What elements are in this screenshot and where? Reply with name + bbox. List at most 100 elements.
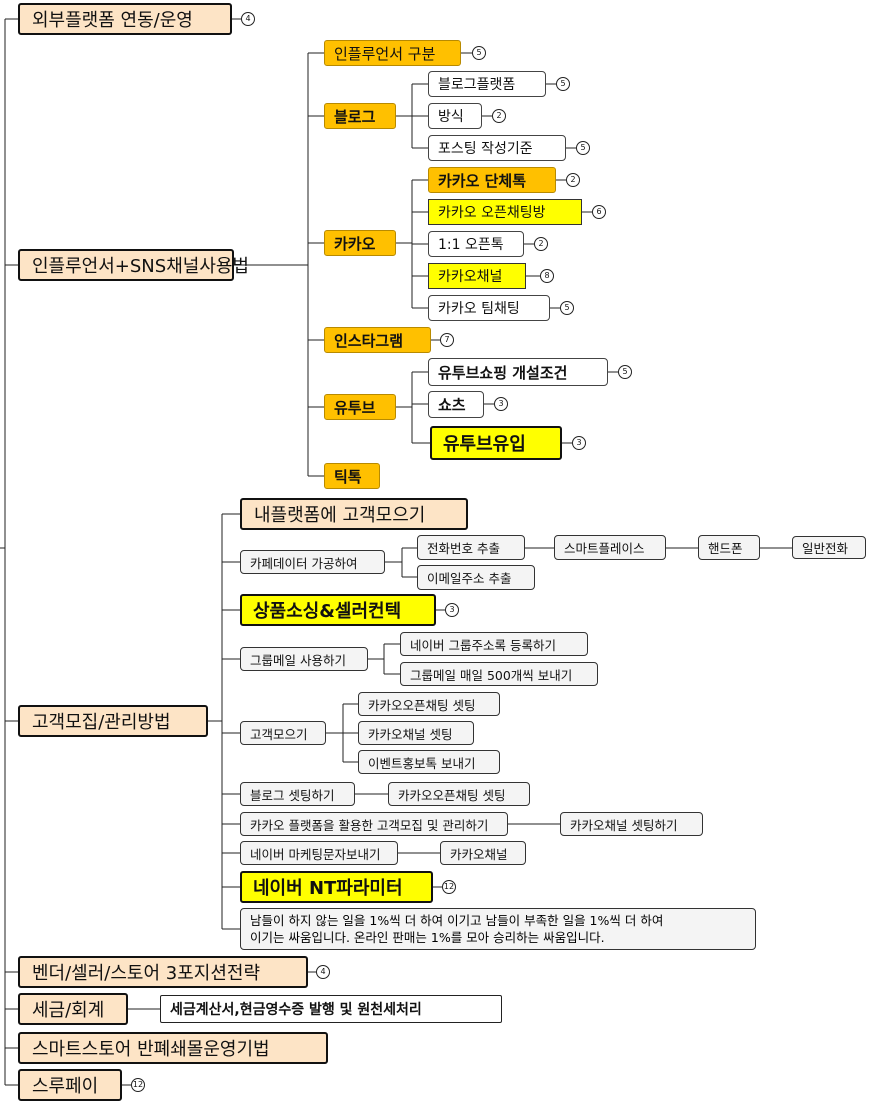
count-badge: 5 xyxy=(556,77,570,91)
count-badge: 2 xyxy=(492,109,506,123)
node-blog[interactable]: 블로그 xyxy=(324,103,396,129)
root-node-three-position-strategy[interactable]: 벤더/셀러/스토어 3포지션전략 xyxy=(18,956,308,988)
note-box[interactable]: 남들이 하지 않는 일을 1%씩 더 하여 이기고 남들이 부족한 일을 1%씩… xyxy=(240,908,756,950)
node-label: 이메일주소 추출 xyxy=(427,571,512,586)
node-label: 카카오채널 xyxy=(450,846,508,862)
node-kakao-open-chat[interactable]: 카카오 오픈채팅방 xyxy=(428,199,582,225)
node-my-platform-customers[interactable]: 내플랫폼에 고객모으기 xyxy=(240,498,468,530)
node-label: 카카오오픈채팅 셋팅 xyxy=(368,697,476,713)
node-shorts[interactable]: 쇼츠 xyxy=(428,391,484,418)
count-badge: 12 xyxy=(131,1078,145,1092)
node-tiktok[interactable]: 틱톡 xyxy=(324,463,380,489)
node-event-promo-talk[interactable]: 이벤트홍보톡 보내기 xyxy=(358,750,500,774)
node-kakao-openchat-setting[interactable]: 카카오오픈채팅 셋팅 xyxy=(358,692,500,716)
count-badge: 12 xyxy=(442,880,456,894)
node-blog-method[interactable]: 방식 xyxy=(428,103,482,129)
count-badge: 7 xyxy=(440,333,454,347)
node-kakao-channel-setting[interactable]: 카카오채널 셋팅 xyxy=(358,721,474,745)
node-label: 유투브 xyxy=(334,398,376,417)
node-label: 외부플랫폼 연동/운영 xyxy=(32,10,193,31)
node-landline[interactable]: 일반전화 xyxy=(792,536,866,559)
node-mobile[interactable]: 핸드폰 xyxy=(698,535,760,560)
node-smartplace[interactable]: 스마트플레이스 xyxy=(554,535,666,560)
node-instagram[interactable]: 인스타그램 xyxy=(324,327,431,353)
node-label: 세금계산서,현금영수증 발행 및 원천세처리 xyxy=(170,1002,422,1018)
node-label: 고객모집/관리방법 xyxy=(32,712,171,733)
count-badge: 5 xyxy=(576,141,590,155)
node-label: 세금/회계 xyxy=(32,1000,105,1021)
node-label: 카카오 팀채팅 xyxy=(438,301,520,317)
node-kakao-team-chat[interactable]: 카카오 팀채팅 xyxy=(428,295,550,321)
count-badge: 6 xyxy=(592,205,606,219)
node-label: 유투브유입 xyxy=(443,434,526,455)
node-label: 네이버 그룹주소록 등록하기 xyxy=(410,637,556,653)
node-label: 스마트플레이스 xyxy=(564,541,645,556)
node-kakao[interactable]: 카카오 xyxy=(324,230,396,256)
count-badge: 4 xyxy=(241,12,255,26)
node-youtube-inflow[interactable]: 유투브유입 xyxy=(430,426,562,460)
node-label: 유투브쇼핑 개설조건 xyxy=(438,363,568,382)
node-label: 인플루언서 구분 xyxy=(334,44,436,63)
node-group-mail[interactable]: 그룹메일 사용하기 xyxy=(240,647,368,671)
node-label: 블로그 셋팅하기 xyxy=(250,787,335,803)
node-label: 인스타그램 xyxy=(334,331,404,350)
node-label: 카카오채널 xyxy=(438,269,503,285)
root-node-smartstore[interactable]: 스마트스토어 반폐쇄몰운영기법 xyxy=(18,1032,328,1064)
node-naver-marketing-sms[interactable]: 네이버 마케팅문자보내기 xyxy=(240,841,398,865)
node-blog-setting[interactable]: 블로그 셋팅하기 xyxy=(240,782,355,806)
node-label: 카카오 단체톡 xyxy=(438,171,527,190)
node-sourcing-seller-contact[interactable]: 상품소싱&셀러컨텍 xyxy=(240,594,436,626)
node-label: 인플루언서+SNS채널사용법 xyxy=(32,256,249,277)
node-youtube-shopping[interactable]: 유투브쇼핑 개설조건 xyxy=(428,358,608,386)
node-label: 스루페이 xyxy=(32,1076,99,1097)
node-influencer-type[interactable]: 인플루언서 구분 xyxy=(324,40,461,66)
node-label: 스마트스토어 반폐쇄몰운영기법 xyxy=(32,1039,270,1060)
node-kakao-channel-setup[interactable]: 카카오채널 셋팅하기 xyxy=(560,812,703,836)
node-naver-group-address[interactable]: 네이버 그룹주소록 등록하기 xyxy=(400,632,588,656)
node-naver-nt-parameter[interactable]: 네이버 NT파라미터 xyxy=(240,871,433,903)
node-label: 방식 xyxy=(438,109,464,125)
node-kakao-group-chat[interactable]: 카카오 단체톡 xyxy=(428,167,556,193)
root-node-customer-acquisition[interactable]: 고객모집/관리방법 xyxy=(18,705,208,737)
node-gather-customers[interactable]: 고객모으기 xyxy=(240,721,326,745)
node-tax-invoice[interactable]: 세금계산서,현금영수증 발행 및 원천세처리 xyxy=(160,995,502,1023)
node-label: 그룹메일 매일 500개씩 보내기 xyxy=(410,667,573,683)
count-badge: 5 xyxy=(618,365,632,379)
root-node-throughpay[interactable]: 스루페이 xyxy=(18,1069,122,1101)
node-kakao-channel-2[interactable]: 카카오채널 xyxy=(440,841,526,865)
node-daily-500-mails[interactable]: 그룹메일 매일 500개씩 보내기 xyxy=(400,662,598,686)
node-label: 카카오 오픈채팅방 xyxy=(438,205,546,221)
node-posting-criteria[interactable]: 포스팅 작성기준 xyxy=(428,135,566,161)
root-node-tax-accounting[interactable]: 세금/회계 xyxy=(18,993,128,1025)
count-badge: 2 xyxy=(566,173,580,187)
node-blog-platform[interactable]: 블로그플랫폼 xyxy=(428,71,546,97)
node-label: 카카오오픈채팅 셋팅 xyxy=(398,787,506,803)
root-node-external-platform[interactable]: 외부플랫폼 연동/운영 xyxy=(18,3,232,35)
node-label: 전화번호 추출 xyxy=(427,541,500,556)
node-blog-openchat-setting[interactable]: 카카오오픈채팅 셋팅 xyxy=(388,782,530,806)
node-label: 일반전화 xyxy=(802,541,849,556)
node-youtube[interactable]: 유투브 xyxy=(324,394,396,420)
node-one-on-one-open-talk[interactable]: 1:1 오픈톡 xyxy=(428,231,524,257)
count-badge: 3 xyxy=(494,397,508,411)
node-label: 카카오채널 셋팅 xyxy=(368,726,453,742)
node-kakao-platform-management[interactable]: 카카오 플랫폼을 활용한 고객모집 및 관리하기 xyxy=(240,812,508,836)
root-node-influencer-sns[interactable]: 인플루언서+SNS채널사용법 xyxy=(18,249,249,281)
count-badge: 5 xyxy=(472,46,486,60)
node-kakao-channel[interactable]: 카카오채널 xyxy=(428,263,526,289)
node-cafe-data[interactable]: 카페데이터 가공하여 xyxy=(240,550,385,574)
node-label: 핸드폰 xyxy=(708,541,743,556)
count-badge: 4 xyxy=(316,965,330,979)
node-label: 그룹메일 사용하기 xyxy=(250,652,346,668)
node-label: 포스팅 작성기준 xyxy=(438,141,533,157)
node-label: 틱톡 xyxy=(334,467,362,486)
node-phone-extract[interactable]: 전화번호 추출 xyxy=(417,535,525,560)
node-label: 내플랫폼에 고객모으기 xyxy=(254,505,426,526)
node-email-extract[interactable]: 이메일주소 추출 xyxy=(417,565,535,590)
node-label: 카카오 플랫폼을 활용한 고객모집 및 관리하기 xyxy=(250,817,489,833)
node-label: 네이버 마케팅문자보내기 xyxy=(250,846,381,862)
node-label: 카카오 xyxy=(334,234,376,253)
node-label: 쇼츠 xyxy=(438,396,466,414)
count-badge: 3 xyxy=(445,603,459,617)
